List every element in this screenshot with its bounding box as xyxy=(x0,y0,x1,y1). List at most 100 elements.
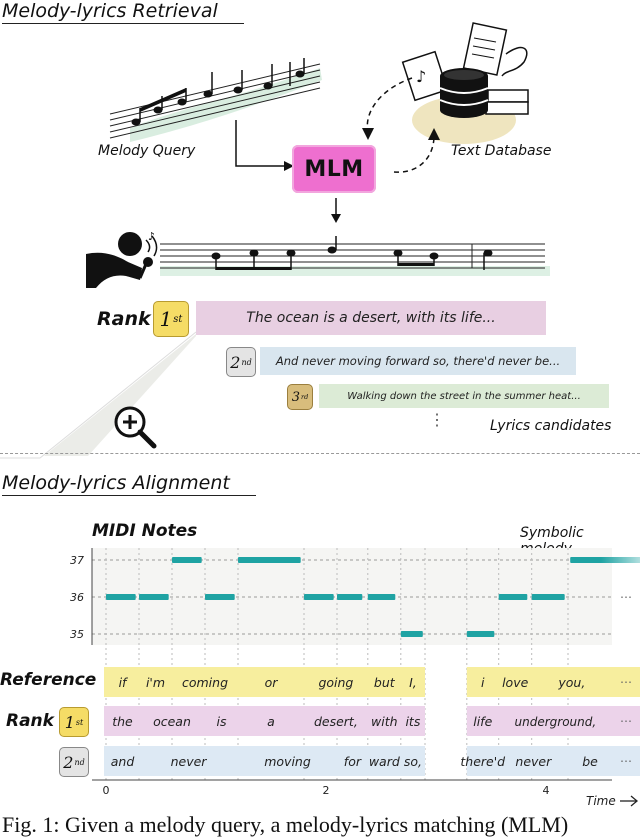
rank1-word: life xyxy=(473,714,492,729)
section-title-alignment: Melody-lyrics Alignment xyxy=(2,472,256,496)
midi-note xyxy=(367,594,396,600)
reference-word: i'm xyxy=(146,675,165,690)
rank1-word: desert, xyxy=(314,714,358,729)
section-divider xyxy=(0,453,640,454)
time-arrow-head xyxy=(630,795,639,807)
x-tick-label: 4 xyxy=(543,784,550,797)
row-ellipsis: ⋯ xyxy=(620,714,632,728)
alignment-rank-word: Rank xyxy=(6,711,54,731)
rank-2-candidate[interactable]: And never moving forward so, there'd nev… xyxy=(260,347,576,375)
rank-1-number: 1 xyxy=(159,307,173,331)
x-tick-label: 0 xyxy=(103,784,110,797)
midi-note xyxy=(498,594,528,600)
midi-note xyxy=(238,557,301,563)
continuation-ellipsis: ⋯ xyxy=(620,590,632,604)
alignment-rank-1-number: 1 xyxy=(64,712,75,732)
figure-caption: Fig. 1: Given a melody query, a melody-l… xyxy=(2,812,569,837)
midi-note xyxy=(337,594,363,600)
svg-text:♪: ♪ xyxy=(416,67,426,86)
row-ellipsis: ⋯ xyxy=(620,675,632,689)
mlm-down-arrow xyxy=(331,198,341,223)
text-database-label: Text Database xyxy=(451,143,552,159)
midi-note xyxy=(106,594,136,600)
reference-word: love xyxy=(502,675,529,690)
rank1-word: a xyxy=(267,714,275,729)
midi-note xyxy=(400,631,423,637)
rank1-word: its xyxy=(405,714,420,729)
reference-word: you, xyxy=(557,675,585,690)
reference-row-label: Reference xyxy=(0,670,97,690)
time-axis-label: Time xyxy=(586,794,616,808)
rank2-word: be xyxy=(582,754,598,769)
lyric-band xyxy=(466,706,640,736)
rank2-word: moving xyxy=(264,754,311,769)
alignment-rank-2-number: 2 xyxy=(63,752,74,772)
x-tick-label: 2 xyxy=(323,784,330,797)
melody-query-label: Melody Query xyxy=(98,143,196,159)
rank2-word: never xyxy=(171,754,208,769)
alignment-rank-1-suffix: st xyxy=(75,717,84,727)
midi-note xyxy=(139,594,169,600)
midi-note xyxy=(205,594,235,600)
midi-note xyxy=(601,557,640,563)
reference-word: i xyxy=(481,675,485,690)
rank-1-candidate[interactable]: The ocean is a desert, with its life... xyxy=(196,301,546,335)
more-candidates-dots: ⋮ xyxy=(429,412,445,429)
zoom-in-icon[interactable] xyxy=(110,402,160,452)
midi-note xyxy=(304,594,334,600)
alignment-rank-2-suffix: nd xyxy=(74,757,85,767)
y-tick-label: 36 xyxy=(70,591,84,604)
reference-word: going xyxy=(318,675,353,690)
rank1-word: underground, xyxy=(515,715,597,729)
y-tick-label: 35 xyxy=(70,628,84,641)
rank2-word: and xyxy=(111,754,135,769)
rank-3-candidate[interactable]: Walking down the street in the summer he… xyxy=(319,384,609,408)
rank-2-suffix: nd xyxy=(241,357,252,367)
lyric-band xyxy=(104,746,425,776)
reference-word: coming xyxy=(182,675,228,690)
reference-word: I, xyxy=(409,675,417,690)
rank2-word: never xyxy=(515,754,552,769)
reference-word: but xyxy=(374,675,396,690)
lyric-band xyxy=(104,706,425,736)
midi-note xyxy=(579,557,601,563)
lyrics-candidates-label: Lyrics candidates xyxy=(490,418,612,434)
midi-note xyxy=(466,631,495,637)
lyric-band xyxy=(104,667,425,697)
row-ellipsis: ⋯ xyxy=(620,754,632,768)
mlm-box: MLM xyxy=(292,145,376,193)
lyric-band xyxy=(466,667,640,697)
midi-note xyxy=(172,557,202,563)
rank1-word: ocean xyxy=(153,714,191,729)
database-icon: ♪ xyxy=(401,22,529,144)
db-dashed-arrows xyxy=(362,77,440,173)
rank-3-suffix: rd xyxy=(301,393,309,401)
rank1-word: the xyxy=(112,714,133,729)
singer-staff xyxy=(160,236,550,276)
rank2-word: there'd xyxy=(460,754,505,769)
midi-note xyxy=(531,594,565,600)
rank2-word: ward xyxy=(369,754,400,769)
lyric-band xyxy=(466,746,640,776)
rank-1-suffix: st xyxy=(173,313,183,325)
rank2-word: so, xyxy=(404,754,422,769)
y-tick-label: 37 xyxy=(70,554,84,567)
melody-query-staff xyxy=(109,58,322,142)
query-arrow xyxy=(235,120,294,171)
zoom-funnel xyxy=(0,331,197,459)
rank1-word: with xyxy=(371,714,398,729)
midi-notes-label: MIDI Notes xyxy=(92,521,198,541)
section-title-retrieval: Melody-lyrics Retrieval xyxy=(2,0,244,24)
rank-3-number: 3 xyxy=(291,389,300,405)
rank-word: Rank xyxy=(97,308,151,330)
reference-word: if xyxy=(119,675,128,690)
singer-icon: ♪ xyxy=(86,230,158,288)
rank-2-number: 2 xyxy=(230,352,241,372)
rank2-word: for xyxy=(344,754,362,769)
